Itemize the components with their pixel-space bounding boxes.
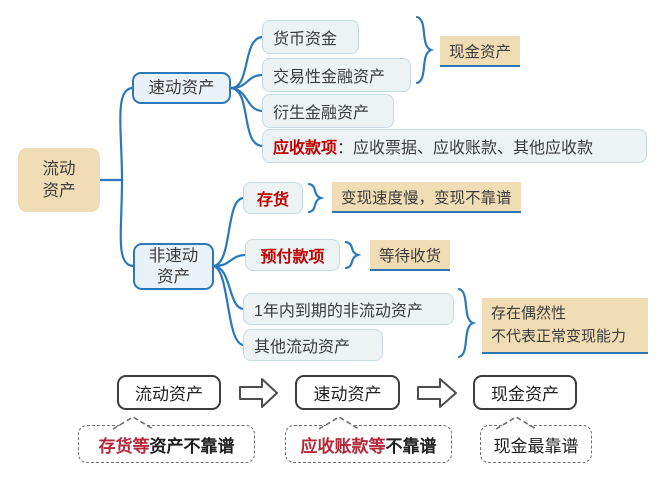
child-node-derivative-financial-assets: 衍生金融资产 — [262, 94, 394, 128]
callout-red-text: 存货等 — [98, 436, 150, 456]
callout-black-text: 资产不靠谱 — [149, 436, 235, 456]
connector-curve — [212, 196, 246, 268]
callout-cash: 现金最靠谱 — [480, 416, 592, 463]
root-node-current-assets: 流动 资产 — [18, 148, 100, 212]
child-node-prepayments: 预付款项 — [245, 239, 340, 271]
flow-step-label: 速动资产 — [313, 385, 382, 404]
callout-tail-icon — [318, 416, 360, 431]
child-node-label: 衍生金融资产 — [273, 105, 370, 122]
connector-curve — [212, 264, 246, 347]
flow-step-current-assets: 流动资产 — [117, 375, 221, 410]
brace-icon — [344, 240, 362, 270]
non-quick-assets-label: 非速动 资产 — [148, 246, 199, 286]
flow-arrow-icon — [417, 378, 457, 408]
flow-step-quick-assets: 速动资产 — [295, 375, 400, 410]
callout-tail-icon — [495, 416, 537, 431]
annotation-prepay-note: 等待收货 — [370, 240, 451, 271]
callout-black-text: 不靠谱 — [385, 436, 437, 456]
callout-red-text: 应收账款等 — [300, 436, 386, 456]
child-node-label: 货币资金 — [273, 31, 338, 48]
root-node-label: 流动 资产 — [42, 159, 76, 200]
callout-receivables: 应收账款等不靠谱 — [285, 416, 452, 463]
brace-icon — [307, 182, 325, 214]
receivables-rest-label: ：应收票据、应收账款、其他应收款 — [337, 140, 594, 157]
child-node-receivables: 应收款项：应收票据、应收账款、其他应收款 — [262, 129, 647, 163]
child-node-label: 交易性金融资产 — [273, 69, 386, 86]
connector-curve — [229, 86, 265, 113]
flow-step-cash-assets: 现金资产 — [473, 375, 577, 410]
receivables-red-label: 应收款项 — [273, 140, 338, 157]
connector-curve — [212, 253, 248, 268]
child-node-other-current-assets: 其他流动资产 — [243, 329, 383, 361]
annotation-label: 存在偶然性 不代表正常变现能力 — [491, 304, 627, 345]
callout-black-text: 现金最靠谱 — [493, 436, 579, 456]
connector-curve — [229, 35, 265, 90]
connector-curve — [229, 86, 265, 148]
child-node-label: 其他流动资产 — [254, 339, 351, 356]
annotation-inventory-note: 变现速度慢，变现不靠谱 — [332, 182, 521, 213]
flow-arrow-icon — [239, 378, 278, 408]
annotation-label: 现金资产 — [449, 43, 512, 61]
connector-curve — [229, 73, 265, 90]
non-quick-assets-node: 非速动 资产 — [133, 243, 214, 290]
brace-icon — [415, 15, 435, 85]
connector-curve — [119, 86, 135, 182]
child-node-trading-financial-assets: 交易性金融资产 — [262, 58, 411, 92]
flow-step-label: 现金资产 — [491, 385, 559, 404]
brace-icon — [457, 287, 477, 359]
child-node-inventory: 存货 — [243, 182, 303, 214]
annotation-label: 等待收货 — [379, 247, 442, 265]
annotation-label: 变现速度慢，变现不靠谱 — [341, 189, 512, 207]
connector-curve — [212, 264, 246, 311]
annotation-cash-assets: 现金资产 — [440, 36, 521, 67]
inventory-label: 存货 — [256, 192, 289, 209]
child-node-label: 1年内到期的非流动资产 — [254, 303, 423, 320]
quick-assets-node: 速动资产 — [132, 72, 231, 104]
child-node-monetary-funds: 货币资金 — [262, 20, 359, 54]
annotation-occasional-note: 存在偶然性 不代表正常变现能力 — [482, 298, 648, 354]
child-node-noncurrent-due-1y: 1年内到期的非流动资产 — [243, 293, 454, 325]
flow-step-label: 流动资产 — [135, 385, 203, 404]
callout-inventory: 存货等资产不靠谱 — [78, 416, 255, 463]
quick-assets-label: 速动资产 — [148, 78, 215, 97]
connector-curve — [119, 178, 136, 268]
prepayments-label: 预付款项 — [260, 249, 325, 266]
callout-tail-icon — [112, 416, 154, 431]
